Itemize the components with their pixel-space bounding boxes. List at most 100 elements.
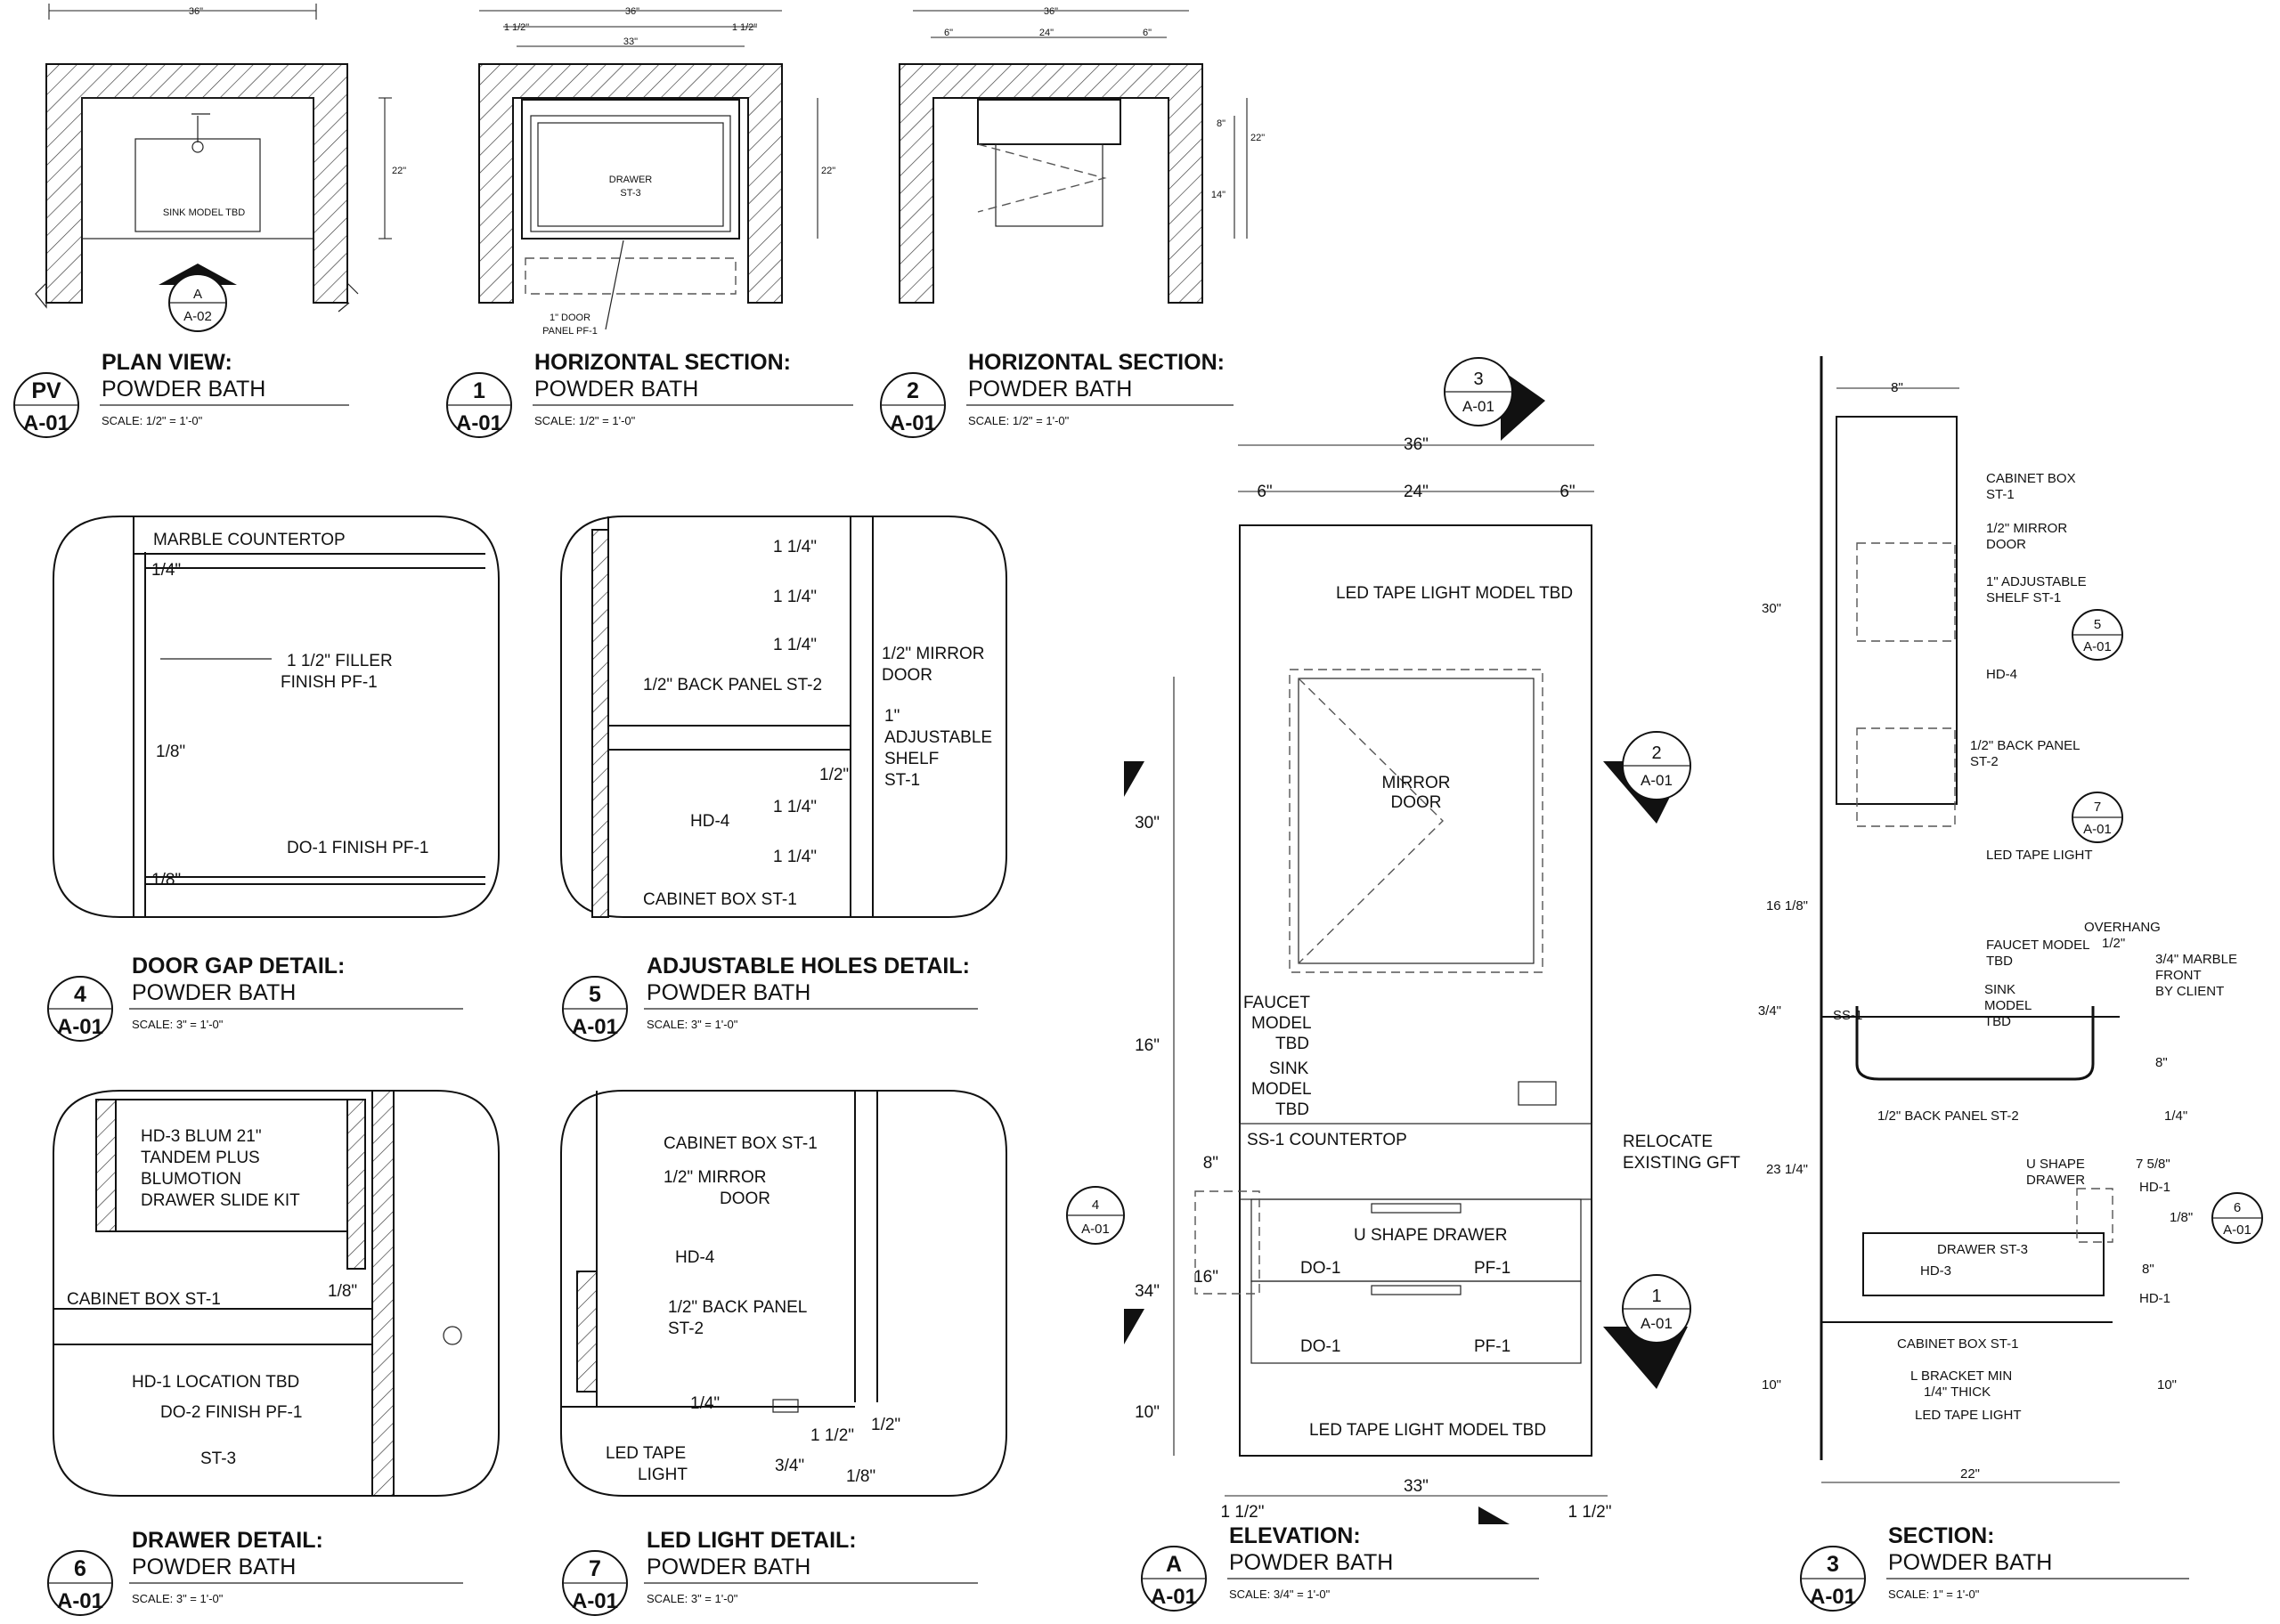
- detail-marker-7: 7 A-01: [2072, 792, 2123, 843]
- svg-text:1/2": 1/2": [2102, 936, 2125, 951]
- svg-text:RELOCATE: RELOCATE: [1623, 1133, 1713, 1151]
- plan-width-dim: 36": [189, 6, 203, 17]
- svg-text:16": 16": [1193, 1268, 1218, 1287]
- svg-text:PANEL PF-1: PANEL PF-1: [542, 326, 598, 337]
- svg-text:DRAWER: DRAWER: [609, 175, 653, 185]
- svg-text:PV: PV: [31, 378, 61, 403]
- svg-text:1 1/2": 1 1/2": [810, 1426, 854, 1445]
- svg-text:6": 6": [1143, 28, 1152, 38]
- svg-text:1: 1: [1651, 1287, 1661, 1306]
- svg-text:OVERHANG: OVERHANG: [2084, 920, 2161, 935]
- svg-text:FAUCET MODEL: FAUCET MODEL: [1986, 938, 2089, 953]
- svg-text:CABINET BOX ST-1: CABINET BOX ST-1: [67, 1290, 221, 1309]
- svg-text:6": 6": [944, 28, 953, 38]
- svg-text:8": 8": [2142, 1262, 2154, 1277]
- svg-text:16 1/8": 16 1/8": [1766, 898, 1808, 914]
- svg-text:PF-1: PF-1: [1474, 1259, 1510, 1278]
- svg-text:1/2" BACK PANEL: 1/2" BACK PANEL: [668, 1298, 807, 1317]
- svg-text:1: 1: [473, 378, 485, 403]
- svg-text:HD-1 LOCATION TBD: HD-1 LOCATION TBD: [132, 1373, 299, 1392]
- svg-text:DO-1: DO-1: [1300, 1259, 1340, 1278]
- svg-text:1/8": 1/8": [151, 871, 181, 889]
- svg-text:HD-1: HD-1: [2139, 1180, 2170, 1195]
- svg-text:LIGHT: LIGHT: [638, 1466, 688, 1484]
- svg-text:DRAWER ST-3: DRAWER ST-3: [1937, 1242, 2028, 1257]
- svg-text:DOOR: DOOR: [720, 1190, 770, 1208]
- svg-text:1/2" MIRROR: 1/2" MIRROR: [664, 1168, 766, 1187]
- svg-text:10": 10": [2157, 1377, 2177, 1393]
- section-marker-3: 3 A-01: [1444, 357, 1545, 441]
- svg-text:23 1/4": 23 1/4": [1766, 1162, 1808, 1177]
- svg-text:A-01: A-01: [1081, 1222, 1110, 1237]
- svg-text:POWDER BATH: POWDER BATH: [647, 980, 810, 1005]
- svg-text:LED TAPE LIGHT MODEL TBD: LED TAPE LIGHT MODEL TBD: [1336, 584, 1573, 603]
- svg-text:FAUCET: FAUCET: [1243, 994, 1310, 1012]
- svg-text:HD-4: HD-4: [690, 812, 730, 831]
- svg-text:POWDER BATH: POWDER BATH: [1229, 1550, 1393, 1575]
- svg-text:HD-4: HD-4: [1986, 667, 2017, 682]
- svg-text:HD-3: HD-3: [1920, 1263, 1951, 1279]
- svg-text:SCALE: 3" = 1'-0": SCALE: 3" = 1'-0": [132, 1018, 224, 1031]
- svg-text:HD-4: HD-4: [675, 1248, 715, 1267]
- svg-text:22": 22": [1960, 1466, 1980, 1482]
- svg-text:1/2" BACK PANEL ST-2: 1/2" BACK PANEL ST-2: [1877, 1108, 2019, 1124]
- svg-text:DO-2 FINISH PF-1: DO-2 FINISH PF-1: [160, 1403, 302, 1422]
- svg-text:1" DOOR: 1" DOOR: [550, 313, 590, 323]
- svg-text:1/2": 1/2": [819, 766, 849, 784]
- svg-text:U SHAPE: U SHAPE: [2026, 1157, 2085, 1172]
- svg-text:A: A: [193, 287, 202, 302]
- svg-text:LED TAPE LIGHT MODEL TBD: LED TAPE LIGHT MODEL TBD: [1309, 1421, 1546, 1440]
- svg-text:6: 6: [2234, 1200, 2241, 1215]
- led-light-detail: CABINET BOX ST-1 1/2" MIRROR DOOR HD-4 1…: [560, 1090, 1007, 1497]
- title-block-a: A A-01 ELEVATION: POWDER BATH SCALE: 3/4…: [1141, 1523, 1539, 1612]
- svg-text:L BRACKET MIN: L BRACKET MIN: [1910, 1368, 2012, 1384]
- svg-text:1 1/4": 1 1/4": [773, 798, 817, 816]
- svg-text:1/8": 1/8": [156, 743, 185, 761]
- svg-text:ST-3: ST-3: [200, 1449, 236, 1468]
- svg-text:1 1/2": 1 1/2": [1568, 1503, 1611, 1522]
- svg-text:SCALE: 1/2" = 1'-0": SCALE: 1/2" = 1'-0": [102, 414, 203, 427]
- svg-text:CABINET BOX ST-1: CABINET BOX ST-1: [664, 1134, 818, 1153]
- marble-countertop-label: MARBLE COUNTERTOP: [153, 531, 346, 549]
- svg-text:SS-1 COUNTERTOP: SS-1 COUNTERTOP: [1247, 1131, 1407, 1149]
- svg-text:8": 8": [1203, 1154, 1218, 1173]
- svg-text:A-02: A-02: [183, 309, 212, 324]
- svg-text:FINISH PF-1: FINISH PF-1: [281, 673, 378, 692]
- svg-text:1/2" BACK PANEL ST-2: 1/2" BACK PANEL ST-2: [643, 676, 822, 694]
- svg-text:5: 5: [2094, 617, 2101, 632]
- svg-text:8": 8": [2155, 1055, 2168, 1070]
- svg-text:A-01: A-01: [1641, 1315, 1673, 1332]
- svg-text:SCALE: 3" = 1'-0": SCALE: 3" = 1'-0": [647, 1018, 738, 1031]
- section-marker-2: 2 A-01: [1603, 731, 1691, 824]
- horizontal-section-2: 36" 6" 24" 6" 8" 14" 22": [899, 6, 1265, 304]
- svg-text:1/2" MIRROR: 1/2" MIRROR: [1986, 521, 2067, 536]
- svg-text:7 5/8": 7 5/8": [2136, 1157, 2170, 1172]
- svg-text:HORIZONTAL SECTION:: HORIZONTAL SECTION:: [534, 350, 791, 375]
- svg-text:3: 3: [1473, 369, 1483, 389]
- svg-text:ST-3: ST-3: [620, 188, 640, 199]
- svg-text:ST-2: ST-2: [668, 1320, 704, 1338]
- svg-text:TBD: TBD: [1275, 1100, 1309, 1119]
- svg-text:1/4": 1/4": [151, 561, 181, 580]
- svg-text:3/4" MARBLE: 3/4" MARBLE: [2155, 952, 2237, 967]
- section-3: 8" CABINET BOX ST-1 1/2" MIRROR DOOR 1" …: [1758, 356, 2263, 1483]
- svg-text:A-01: A-01: [572, 1015, 618, 1039]
- svg-text:MODEL: MODEL: [1984, 998, 2032, 1013]
- svg-text:HORIZONTAL SECTION:: HORIZONTAL SECTION:: [968, 350, 1225, 375]
- svg-text:POWDER BATH: POWDER BATH: [534, 377, 698, 402]
- svg-text:14": 14": [1211, 190, 1226, 200]
- svg-text:8": 8": [1891, 380, 1903, 395]
- svg-text:POWDER BATH: POWDER BATH: [102, 377, 265, 402]
- svg-text:7: 7: [589, 1556, 601, 1581]
- svg-text:22": 22": [1250, 133, 1265, 143]
- svg-text:U SHAPE DRAWER: U SHAPE DRAWER: [1354, 1226, 1507, 1245]
- svg-text:POWDER BATH: POWDER BATH: [968, 377, 1132, 402]
- svg-text:MIRROR: MIRROR: [1381, 774, 1450, 792]
- horizontal-section-1: 36" 1 1/2" 1 1/2" 33" DRAWER ST-3 1" DOO…: [478, 6, 835, 337]
- svg-text:SCALE: 3/4" = 1'-0": SCALE: 3/4" = 1'-0": [1229, 1587, 1331, 1601]
- detail-marker-6: 6 A-01: [2211, 1192, 2263, 1244]
- svg-text:A: A: [1166, 1552, 1182, 1577]
- svg-text:LED TAPE: LED TAPE: [606, 1444, 686, 1463]
- svg-text:1" ADJUSTABLE: 1" ADJUSTABLE: [1986, 574, 2087, 589]
